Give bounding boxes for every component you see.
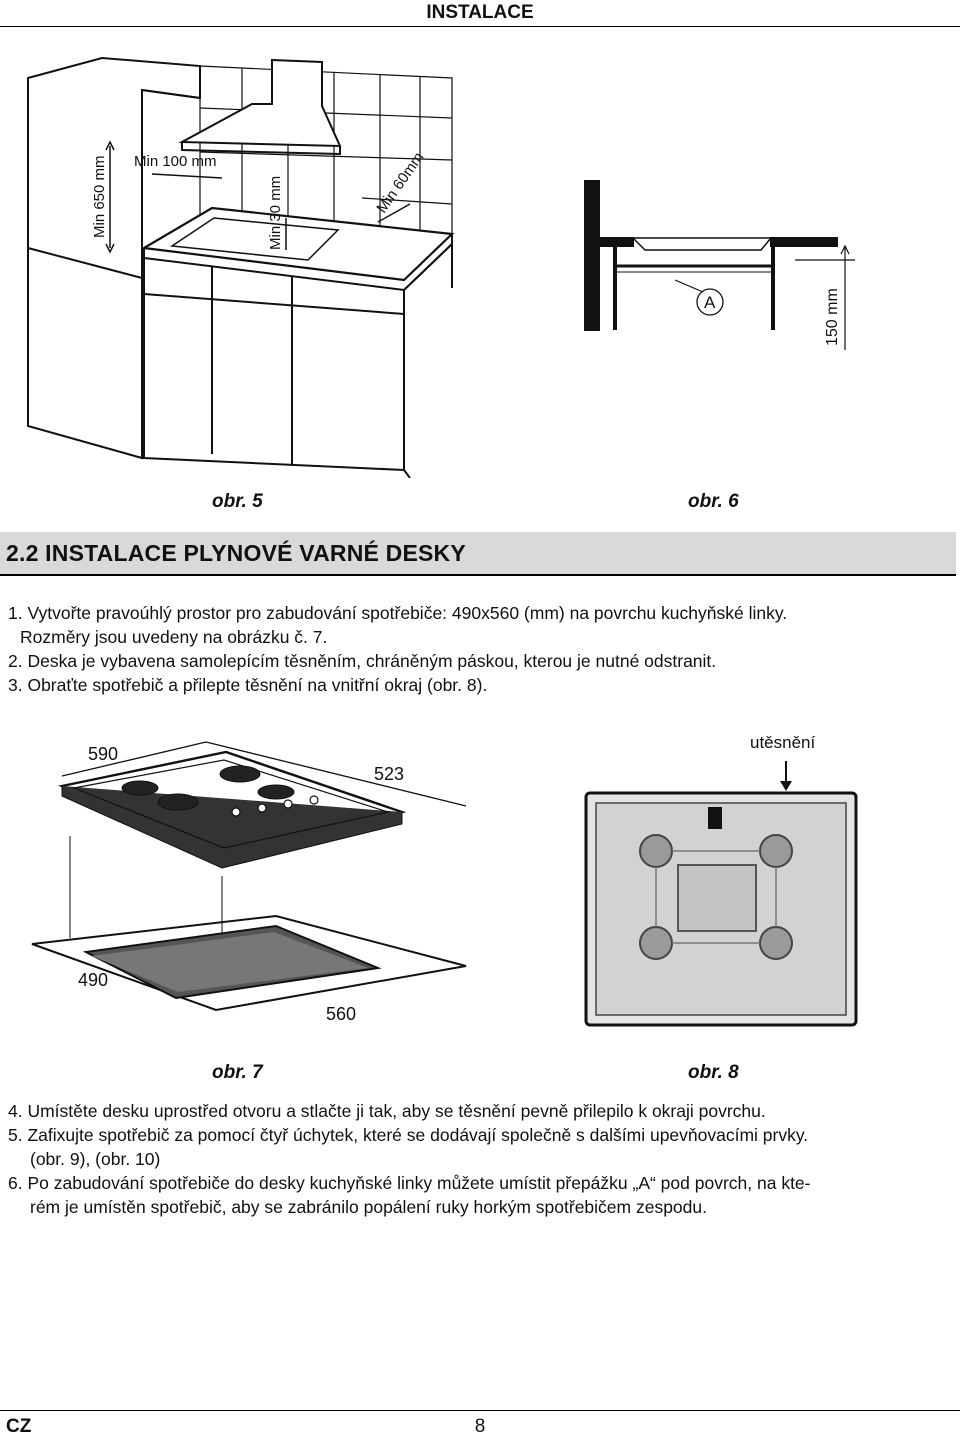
label-min-100: Min 100 mm xyxy=(134,153,217,170)
page-header-title: INSTALACE xyxy=(426,2,534,23)
figure-8-underside-photo xyxy=(584,761,858,1027)
tall-cabinet xyxy=(27,56,201,460)
label-150-mm: 150 mm xyxy=(824,288,841,346)
worktop-side-left xyxy=(584,180,600,331)
step-4: 4. Umístěte desku uprostřed otvoru a stl… xyxy=(8,1101,766,1121)
step-1-cont: Rozměry jsou uvedeny na obrázku č. 7. xyxy=(20,627,328,647)
step-3: 3. Obraťte spotřebič a přilepte těsnění … xyxy=(8,675,488,695)
label-min-60: Min 60mm xyxy=(373,149,427,216)
step-6-cont: rém je umístěn spotřebič, aby se zabráni… xyxy=(30,1197,707,1217)
section-header-bar xyxy=(0,532,956,576)
step-5: 5. Zafixujte spotřebič za pomocí čtyř úc… xyxy=(8,1125,809,1145)
dimension-150 xyxy=(795,244,855,350)
worktop xyxy=(140,206,455,282)
center-plate xyxy=(677,864,757,932)
caption-fig-8: obr. 8 xyxy=(688,1062,739,1083)
dimension-lines xyxy=(105,140,411,254)
callout-a-circle xyxy=(696,288,724,316)
hob-profile xyxy=(631,237,773,251)
label-523: 523 xyxy=(374,764,404,784)
label-seal: utěsnění xyxy=(750,733,816,752)
instructions-part-1: 1. Vytvořte pravoúhlý prostor pro zabudo… xyxy=(8,601,953,697)
step-2: 2. Deska je vybavena samolepícím těsnění… xyxy=(8,651,717,671)
caption-fig-7: obr. 7 xyxy=(212,1062,263,1083)
caption-fig-5: obr. 5 xyxy=(212,491,263,512)
wall-tiles xyxy=(199,65,453,248)
label-min-30: Min 30 mm xyxy=(267,176,284,250)
page-number: 8 xyxy=(474,1416,486,1437)
instructions-part-2: 4. Umístěte desku uprostřed otvoru a stl… xyxy=(8,1099,953,1219)
caption-fig-6: obr. 6 xyxy=(688,491,739,512)
step-5-cont: (obr. 9), (obr. 10) xyxy=(30,1149,161,1169)
footer-language: CZ xyxy=(6,1416,32,1437)
cooker-hood xyxy=(178,58,342,148)
label-490: 490 xyxy=(78,970,108,990)
label-560: 560 xyxy=(326,1004,356,1024)
figure-6-section-drawing: A 150 mm xyxy=(584,180,855,350)
label-a: A xyxy=(704,293,716,312)
section-title: 2.2 INSTALACE PLYNOVÉ VARNÉ DESKY xyxy=(6,540,466,566)
step-6: 6. Po zabudování spotřebiče do desky kuc… xyxy=(8,1173,811,1193)
step-1: 1. Vytvořte pravoúhlý prostor pro zabudo… xyxy=(8,603,788,623)
figure-5-kitchen-drawing: Min 650 mm Min 100 mm Min 30 mm Min 60mm xyxy=(27,56,455,478)
label-590: 590 xyxy=(88,744,118,764)
control-knobs xyxy=(231,795,319,817)
header-divider xyxy=(0,26,960,27)
figure-7-cutout-drawing: 590 523 490 560 xyxy=(31,741,467,1024)
footer-divider xyxy=(0,1410,960,1411)
seal-strip xyxy=(708,807,722,829)
burners xyxy=(121,765,295,811)
label-min-650: Min 650 mm xyxy=(91,155,108,238)
hob-cutout xyxy=(169,217,340,261)
